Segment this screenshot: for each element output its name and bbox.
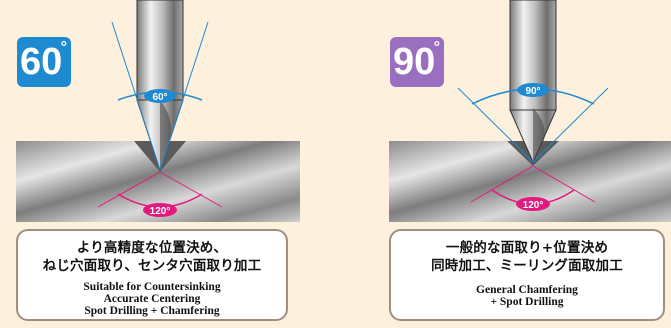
description-box-60: より高精度な位置決め、 ねじ穴面取り、センタ穴面取り加工 Suitable fo… bbox=[16, 229, 288, 321]
en-line: Accurate Centering bbox=[103, 293, 201, 305]
left-illustration: 60° 120° bbox=[16, 0, 300, 222]
jp-line: ねじ穴面取り、センタ穴面取り加工 bbox=[42, 258, 262, 274]
tip-angle-pill-left bbox=[144, 89, 176, 103]
drill-flute-left bbox=[160, 100, 172, 170]
en-line: General Chamfering bbox=[476, 284, 578, 296]
jp-line: 一般的な面取り+位置決め bbox=[445, 240, 609, 256]
description-box-90: 一般的な面取り+位置決め 同時加工、ミーリング面取加工 General Cham… bbox=[389, 229, 665, 321]
badge-degree: ° bbox=[433, 39, 440, 56]
right-illustration: 90° 120° bbox=[389, 0, 671, 222]
angle-badge-60: 60° bbox=[17, 37, 71, 87]
hole-angle-line-right-a bbox=[470, 165, 534, 203]
hole-angle-line-right-b bbox=[532, 165, 596, 203]
hole-angle-line-left-b bbox=[159, 171, 223, 208]
hole-angle-label-right: 120° bbox=[523, 200, 544, 211]
hole-angle-label-left: 120° bbox=[150, 206, 171, 217]
tip-angle-label-right: 90° bbox=[525, 86, 540, 97]
jp-line: より高精度な位置決め、 bbox=[76, 240, 228, 256]
angle-badge-90: 90° bbox=[390, 37, 444, 87]
hole-angle-line-left-a bbox=[97, 171, 161, 208]
drill-shank-left bbox=[136, 0, 184, 101]
hole-angle-pill-right bbox=[516, 197, 550, 211]
tip-angle-line-right-b bbox=[532, 87, 609, 163]
tip-angle-line-left-a bbox=[111, 21, 161, 171]
tip-angle-line-right-a bbox=[457, 87, 534, 163]
en-line: + Spot Drilling bbox=[490, 296, 564, 308]
tip-angle-line-left-b bbox=[159, 21, 209, 171]
badge-value: 60 bbox=[20, 41, 63, 83]
tip-angle-pill-right bbox=[517, 83, 549, 97]
en-line: Suitable for Countersinking bbox=[83, 281, 221, 293]
hole-angle-pill-left bbox=[143, 203, 177, 217]
workpiece-plate-left bbox=[16, 141, 300, 222]
en-line: Spot Drilling + Chamfering bbox=[84, 305, 220, 317]
tip-angle-label-left: 60° bbox=[152, 92, 167, 103]
badge-degree: ° bbox=[60, 39, 67, 56]
jp-line: 同時加工、ミーリング面取加工 bbox=[431, 258, 623, 274]
workpiece-plate-right bbox=[389, 141, 671, 222]
drill-flute-right bbox=[533, 108, 545, 162]
badge-value: 90 bbox=[393, 41, 436, 83]
